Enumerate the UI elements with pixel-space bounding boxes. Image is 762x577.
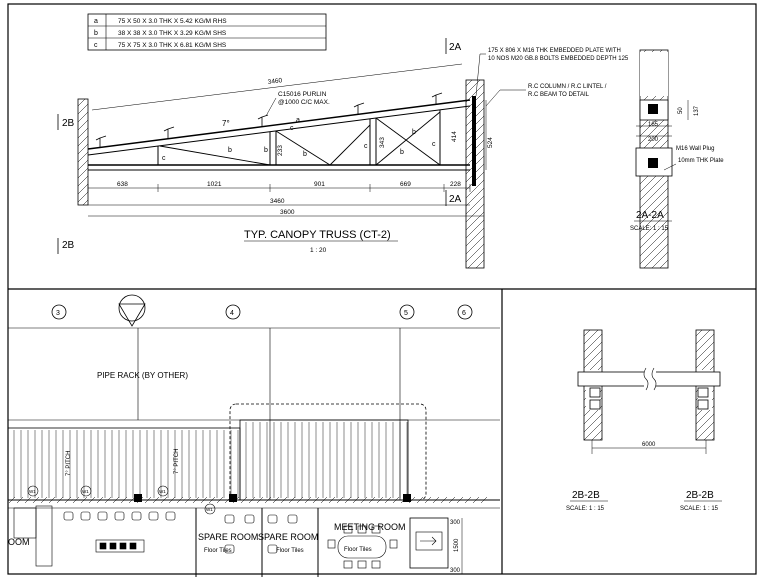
plan-dim-1500: 1500: [454, 538, 460, 552]
member-spec-a: 75 X 50 X 3.0 THK X 5.42 KG/M RHS: [118, 18, 227, 25]
section-2b-scale-right: SCALE: 1 : 15: [680, 506, 719, 512]
member-id-b: b: [94, 30, 98, 37]
member-table: a 75 X 50 X 3.0 THK X 5.42 KG/M RHS b 38…: [87, 13, 327, 51]
member-label: b: [228, 147, 232, 154]
floor-label-3: Floor Tiles: [344, 547, 372, 553]
section-2a-title: 2A-2A: [636, 210, 664, 221]
room-label-spare-1: SPARE ROOM: [198, 532, 258, 542]
floor-label-2: Floor Tiles: [276, 548, 304, 554]
height-dim: 414: [451, 131, 458, 142]
w1-tags: W1 W1 W1 W1: [27, 485, 216, 515]
dim-165: 165: [648, 122, 659, 128]
section-marker-2a-top: 2A: [449, 42, 462, 53]
member-spec-b: 38 X 38 X 3.0 THK X 3.29 KG/M SHS: [118, 30, 227, 37]
member-label: b: [400, 149, 404, 156]
member-label: b: [412, 129, 416, 136]
section-2b-scale-left: SCALE: 1 : 15: [566, 506, 605, 512]
segment-dim: 1021: [207, 181, 222, 188]
grid-4: 4: [230, 310, 234, 317]
w1-tag: W1: [206, 507, 213, 512]
section-marker-2b-top: 2B: [62, 118, 75, 129]
plan-view: 3 4 5 6 PIPE RACK (BY OTHER) 7° PITCH 7°…: [7, 294, 500, 577]
height-dim: 524: [487, 137, 494, 148]
grid-3: 3: [56, 310, 60, 317]
segment-dim: 638: [117, 181, 128, 188]
member-spec-c: 75 X 75 X 3.0 THK X 6.81 KG/M SHS: [118, 42, 227, 49]
bottom-length-dim: 3460: [270, 198, 285, 205]
member-label: a: [296, 117, 300, 124]
embed-plate-note: 175 X 806 X M16 THK EMBEDDED PLATE WITH: [488, 48, 621, 54]
top-length-dim: 3460: [267, 77, 283, 86]
room-label-spare-2: SPARE ROOM: [258, 532, 318, 542]
section-marker-2b-bottom: 2B: [62, 240, 75, 251]
canopy-cloud: [229, 403, 427, 501]
pitch-label: 7°: [222, 119, 230, 128]
segment-dim: 228: [450, 181, 461, 188]
floor-label-1: Floor Tiles: [204, 548, 232, 554]
truss-elevation: c a c b b b b b c c 7° 233 343 414 524 3…: [57, 38, 629, 269]
plan-dim-300-bottom: 300: [450, 568, 461, 574]
dim-50: 50: [678, 107, 684, 114]
section-2b-title-left: 2B-2B: [572, 490, 600, 501]
section-marker-2a-bottom: 2A: [449, 194, 462, 205]
member-id-c: c: [94, 42, 98, 49]
span-dim-6000: 6000: [642, 442, 656, 448]
truss-scale: 1 : 20: [310, 247, 327, 254]
section-2b-detail: 6000 2B-2B SCALE: 1 : 15 2B-2B SCALE: 1 …: [566, 329, 722, 512]
purlin-cleats: [95, 92, 443, 148]
w1-tag: W1: [82, 489, 89, 494]
member-id-a: a: [94, 18, 98, 25]
purlin-note: C15016 PURLIN: [278, 91, 327, 98]
left-wall: [77, 98, 89, 206]
truss-title: TYP. CANOPY TRUSS (CT-2): [244, 229, 391, 241]
member-label: c: [364, 143, 368, 150]
column-note: R.C COLUMN / R.C LINTEL /: [528, 84, 607, 90]
purlin-note-spacing: @1000 C/C MAX.: [278, 99, 330, 106]
member-label: c: [432, 141, 436, 148]
chairs-row: [63, 511, 176, 553]
pitch-label-right: 7° PITCH: [174, 449, 180, 474]
height-dim: 233: [277, 145, 284, 156]
grid-5: 5: [404, 310, 408, 317]
w1-tag: W1: [159, 489, 166, 494]
member-label: b: [303, 151, 307, 158]
pitch-label-left: 7° PITCH: [66, 451, 72, 476]
w1-tag: W1: [29, 489, 36, 494]
dim-137: 137: [694, 105, 700, 116]
segment-dim: 669: [400, 181, 411, 188]
grid-6: 6: [462, 310, 466, 317]
pipe-rack-label: PIPE RACK (BY OTHER): [97, 371, 188, 380]
room-left-label: OOM: [8, 537, 30, 547]
member-label: c: [290, 125, 294, 132]
wall-plug-note: M16 Wall Plug: [676, 146, 714, 152]
room-label-meeting: MEETING ROOM: [334, 522, 406, 532]
overall-length-dim: 3600: [280, 209, 295, 216]
grid-bubbles: 3 4 5 6: [51, 294, 473, 327]
dim-200: 200: [648, 137, 659, 143]
member-label: c: [162, 155, 166, 162]
plate-note: 10mm THK Plate: [678, 158, 724, 164]
section-2a-scale: SCALE: 1 : 15: [630, 226, 669, 232]
section-2a-detail: 165 200 137 50 M16 Wall Plug 10mm THK Pl…: [630, 49, 724, 269]
segment-dim: 901: [314, 181, 325, 188]
height-dim: 343: [379, 137, 386, 148]
section-2b-title-right: 2B-2B: [686, 490, 714, 501]
roof-sheeting: [13, 422, 408, 498]
plan-dim-300-top: 300: [450, 520, 461, 526]
member-label: b: [264, 147, 268, 154]
embed-bolt-note: 10 NOS M20 GB.8 BOLTS EMBEDDED DEPTH 125: [488, 56, 629, 62]
column-note-2: R.C BEAM TO DETAIL: [528, 92, 590, 98]
